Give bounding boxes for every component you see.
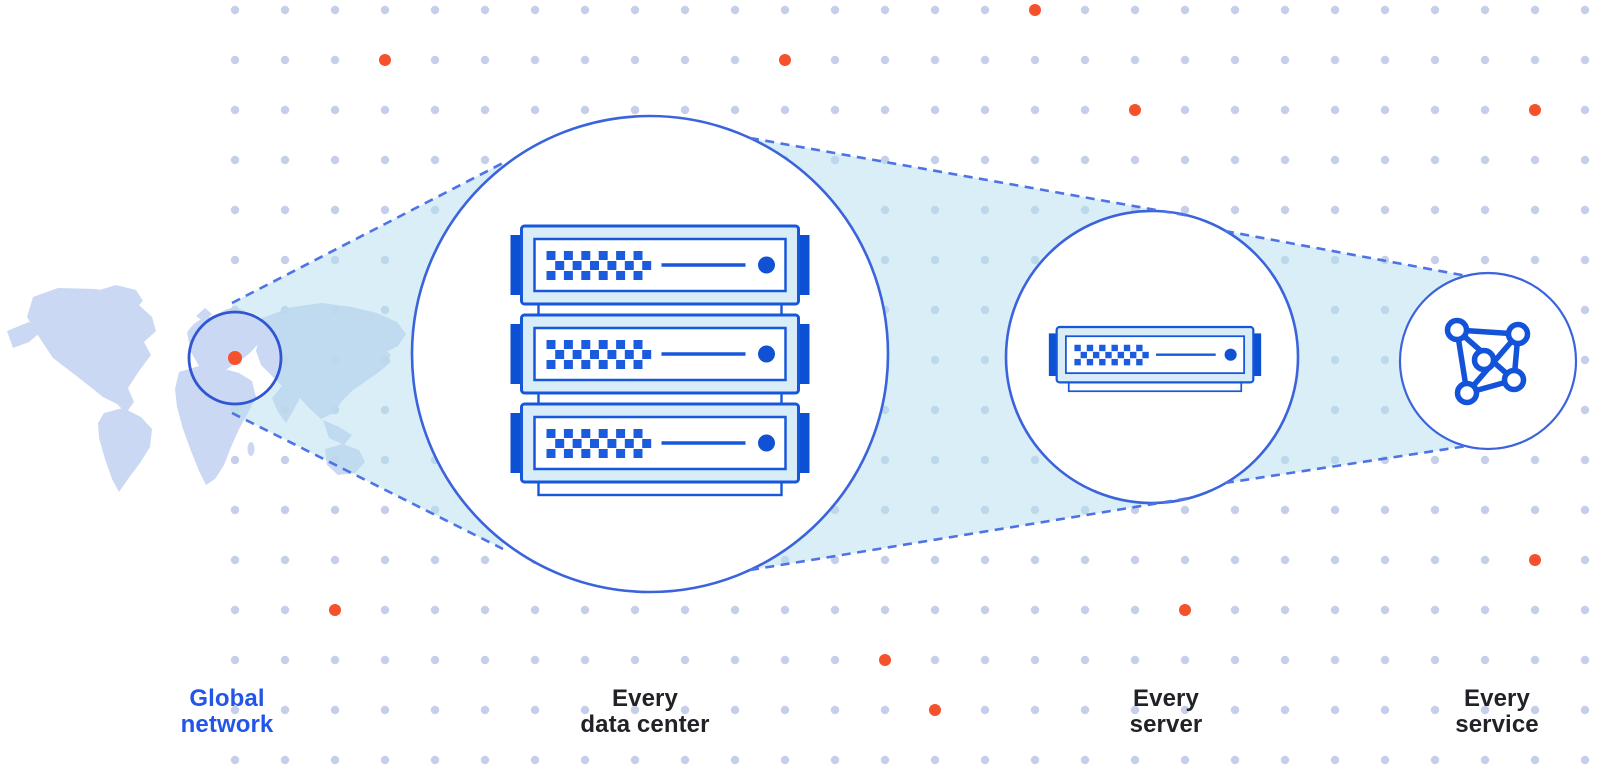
orange-dot — [1529, 104, 1541, 116]
orange-dot — [379, 54, 391, 66]
label-line: Every — [1133, 685, 1199, 712]
orange-dot — [329, 604, 341, 616]
label-global-network: Global network — [181, 686, 274, 738]
label-every-data-center: Every data center — [580, 686, 709, 738]
orange-dot — [1129, 104, 1141, 116]
orange-dot — [929, 704, 941, 716]
label-line: network — [180, 711, 274, 738]
orange-dot — [879, 654, 891, 666]
label-line: Every — [1464, 685, 1530, 712]
network-mesh-icon — [1444, 317, 1531, 406]
label-line: server — [1129, 711, 1203, 738]
label-line: data center — [580, 711, 710, 738]
label-every-service: Every service — [1455, 686, 1538, 738]
single-server — [1048, 325, 1262, 393]
dashed-connectors — [231, 136, 1468, 572]
orange-dot — [1029, 4, 1041, 16]
map-highlight-circle — [187, 310, 283, 406]
label-line: Global — [189, 685, 265, 712]
label-line: service — [1455, 711, 1539, 738]
label-every-server: Every server — [1130, 686, 1203, 738]
orange-dot — [1179, 604, 1191, 616]
orange-dot — [779, 54, 791, 66]
map-location-dot — [228, 351, 242, 365]
server-stack — [510, 224, 810, 497]
label-line: Every — [612, 685, 678, 712]
orange-dot — [1529, 554, 1541, 566]
